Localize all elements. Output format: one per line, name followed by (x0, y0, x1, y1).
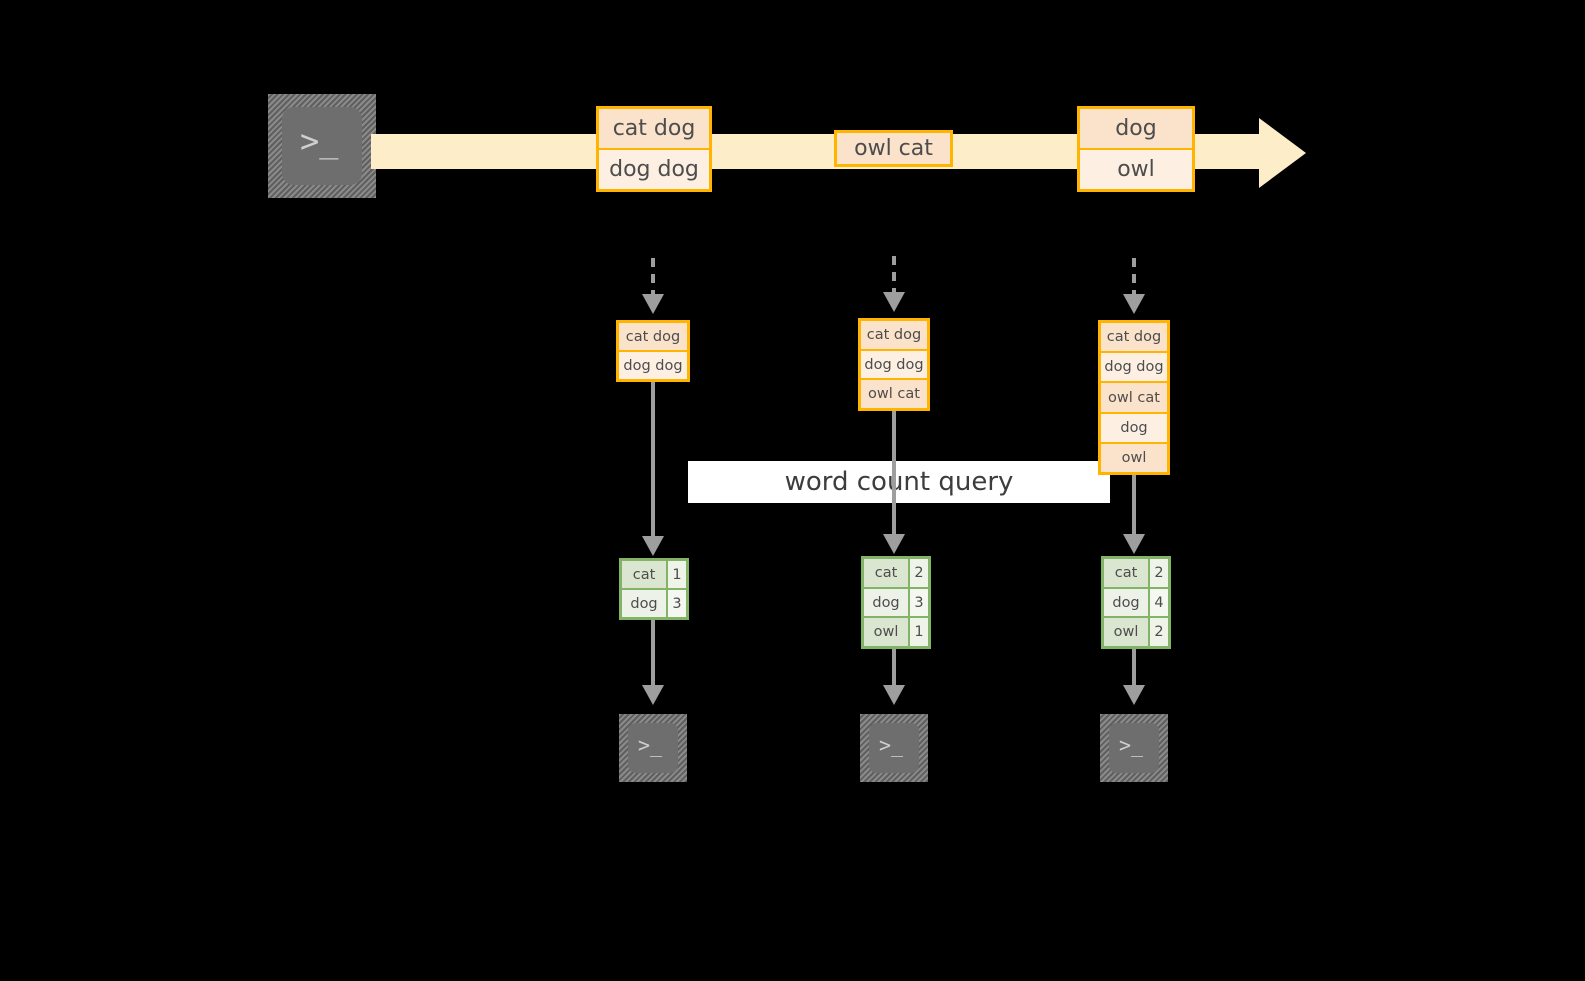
tap-arrow-head-3-icon (1123, 294, 1145, 314)
terminal-screen (869, 723, 919, 773)
query-label: word count query (784, 467, 1014, 497)
result-word: dog (864, 588, 908, 617)
result-count: 2 (908, 559, 928, 587)
terminal-screen (282, 107, 362, 185)
terminal-prompt-glyph: >_ (638, 733, 663, 757)
table-row: dog 3 (622, 588, 686, 617)
tap-line-3 (1132, 258, 1136, 296)
stream-record-line: cat dog (599, 109, 709, 148)
sink-arrow-head-1-icon (642, 685, 664, 705)
query-arrow-head-2-icon (883, 534, 905, 554)
snapshot-line: dog dog (1101, 351, 1167, 382)
stream-record-group-1: cat dog dog dog (596, 106, 712, 192)
result-word: dog (1104, 588, 1148, 617)
snapshot-line: owl (1101, 441, 1167, 473)
stream-record-line: owl cat (837, 133, 950, 164)
sink-line-2 (892, 649, 896, 686)
result-count: 4 (1148, 588, 1168, 617)
snapshot-2: cat dog dog dog owl cat (858, 318, 930, 411)
terminal-prompt-glyph: >_ (300, 122, 339, 160)
query-line-1 (651, 382, 655, 537)
result-table-2: cat 2 dog 3 owl 1 (861, 556, 931, 649)
table-row: dog 3 (864, 586, 928, 617)
source-terminal-icon: >_ (268, 94, 376, 198)
result-table-1: cat 1 dog 3 (619, 558, 689, 620)
tap-line-1 (651, 258, 655, 296)
table-row: cat 1 (622, 561, 686, 588)
query-line-3 (1132, 475, 1136, 535)
tap-arrow-head-2-icon (883, 292, 905, 312)
snapshot-line: cat dog (1101, 323, 1167, 352)
query-arrow-head-3-icon (1123, 534, 1145, 554)
result-count: 2 (1148, 618, 1168, 647)
terminal-prompt-glyph: >_ (879, 733, 904, 757)
snapshot-line: cat dog (619, 323, 687, 350)
snapshot-1: cat dog dog dog (616, 320, 690, 382)
snapshot-3: cat dog dog dog owl cat dog owl (1098, 320, 1170, 475)
table-row: dog 4 (1104, 586, 1168, 617)
snapshot-line: dog (1101, 411, 1167, 442)
result-table-3: cat 2 dog 4 owl 2 (1101, 556, 1171, 649)
result-word: owl (1104, 618, 1148, 647)
sink-line-3 (1132, 649, 1136, 686)
result-count: 2 (1148, 559, 1168, 587)
snapshot-line: dog dog (861, 348, 927, 379)
snapshot-line: owl cat (861, 378, 927, 409)
query-line-2 (892, 411, 896, 535)
terminal-screen (1109, 723, 1159, 773)
result-count: 3 (908, 588, 928, 617)
terminal-screen (628, 723, 678, 773)
result-count: 1 (666, 561, 686, 588)
tap-arrow-head-1-icon (642, 294, 664, 314)
snapshot-line: dog dog (619, 350, 687, 379)
stream-record-group-3: dog owl (1077, 106, 1195, 192)
stream-record-line: dog (1080, 109, 1192, 148)
result-word: cat (864, 559, 908, 587)
sink-arrow-head-3-icon (1123, 685, 1145, 705)
table-row: owl 1 (864, 616, 928, 647)
result-count: 3 (666, 590, 686, 617)
tap-line-2 (892, 256, 896, 294)
result-word: owl (864, 618, 908, 647)
terminal-prompt-glyph: >_ (1119, 733, 1144, 757)
table-row: cat 2 (864, 559, 928, 587)
stream-record-line: owl (1080, 148, 1192, 189)
result-word: dog (622, 590, 666, 617)
result-word: cat (1104, 559, 1148, 587)
table-row: owl 2 (1104, 616, 1168, 647)
snapshot-line: cat dog (861, 321, 927, 349)
stream-record-line: dog dog (599, 148, 709, 189)
sink-line-1 (651, 620, 655, 686)
stream-record-group-2: owl cat (834, 130, 953, 167)
query-arrow-head-1-icon (642, 536, 664, 556)
query-banner: word count query (688, 461, 1110, 503)
sink-terminal-3-icon: >_ (1100, 714, 1168, 782)
sink-terminal-1-icon: >_ (619, 714, 687, 782)
stream-arrow-head-icon (1259, 118, 1306, 188)
result-word: cat (622, 561, 666, 588)
sink-arrow-head-2-icon (883, 685, 905, 705)
table-row: cat 2 (1104, 559, 1168, 587)
result-count: 1 (908, 618, 928, 647)
sink-terminal-2-icon: >_ (860, 714, 928, 782)
snapshot-line: owl cat (1101, 381, 1167, 412)
